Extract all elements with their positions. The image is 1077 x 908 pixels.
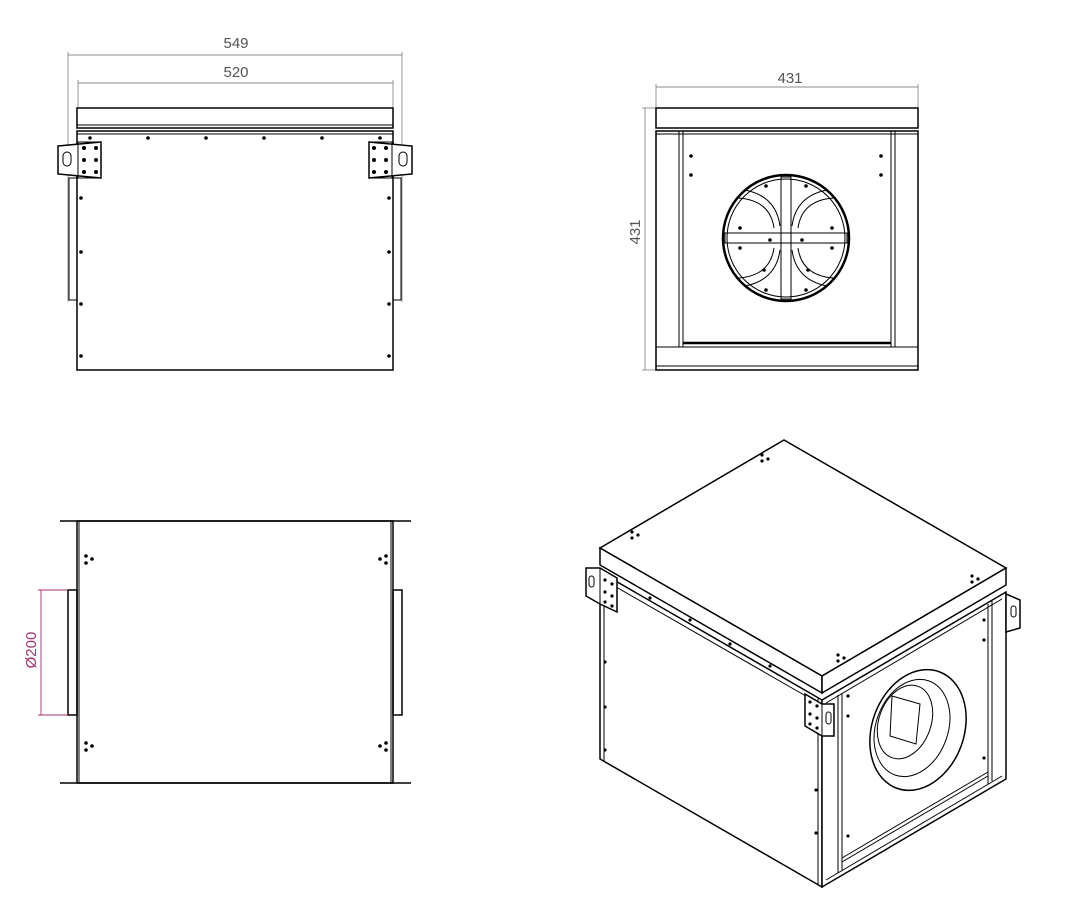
fan-inlet: [721, 173, 851, 303]
left-duct-collar: [67, 589, 78, 716]
dimension-431-horizontal: 431: [655, 70, 919, 108]
dimension-520-label: 520: [223, 64, 248, 81]
iso-body-right-face: [821, 590, 1007, 889]
iso-rivets: [603, 453, 986, 838]
iso-lid-side-edge: [821, 566, 1007, 695]
right-flange: [392, 177, 402, 301]
iso-fan-inlet: [869, 668, 967, 792]
front-rivets: [84, 554, 388, 752]
end-view: 431 431: [627, 70, 919, 371]
body: [76, 130, 394, 371]
dimension-549-label: 549: [223, 35, 248, 52]
end-rivets: [689, 154, 883, 177]
end-frame: [655, 130, 919, 371]
end-lid: [655, 107, 919, 129]
top-view: 549 520: [57, 35, 413, 371]
dimension-549: 549: [67, 35, 403, 302]
front-view: Ø200: [23, 520, 411, 784]
dimension-431-vertical-label: 431: [627, 219, 644, 244]
left-mounting-bracket: [57, 141, 102, 179]
front-body: [76, 520, 394, 784]
dimension-diameter-200-label: Ø200: [23, 632, 40, 669]
right-duct-collar: [392, 589, 403, 716]
right-mounting-bracket: [368, 141, 413, 179]
dimension-diameter-200: Ø200: [23, 589, 68, 716]
iso-left-bracket: [585, 567, 618, 614]
isometric-view: [585, 439, 1021, 889]
dimension-520: 520: [77, 64, 394, 108]
iso-right-bracket: [1005, 592, 1021, 633]
iso-middle-bracket: [804, 692, 835, 737]
dimension-431-vertical: 431: [627, 107, 656, 371]
rivets: [79, 136, 391, 358]
left-flange: [68, 177, 78, 301]
lid: [76, 107, 394, 129]
dimension-431-horizontal-label: 431: [777, 70, 802, 87]
